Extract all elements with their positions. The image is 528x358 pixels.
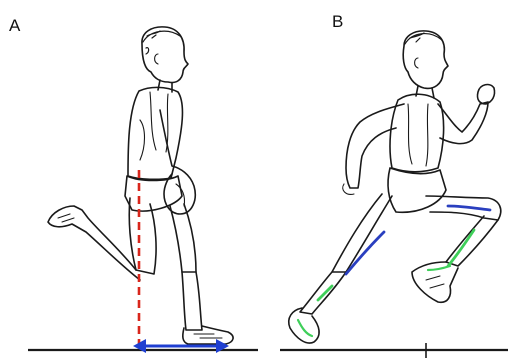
runner-a-torso <box>128 87 182 179</box>
runner-b-front-fist <box>477 85 494 104</box>
runner-a-shoe-detail <box>194 334 222 338</box>
runner-b-front-arm <box>438 102 488 144</box>
back-foot-segment-line <box>298 320 312 336</box>
runner-a-hand-detail <box>176 184 185 206</box>
runner-b-back-shin <box>300 272 346 314</box>
runner-a-hair <box>143 31 180 54</box>
panel-a: A <box>9 16 258 353</box>
runner-a-figure <box>48 27 233 344</box>
runner-b-ear <box>415 58 418 68</box>
runner-a-shorts <box>125 176 182 211</box>
runner-b-shorts <box>388 168 446 212</box>
runner-a-back-thigh <box>129 198 156 274</box>
runner-b-front-shoe-detail <box>426 276 444 288</box>
panel-a-label: A <box>9 16 21 35</box>
panel-b-label: B <box>332 12 343 31</box>
runner-b-back-arm <box>346 104 404 188</box>
runner-a-back-foot-detail <box>58 214 74 222</box>
front-shin-segment-line <box>448 230 474 266</box>
runner-a-stance-shoe <box>183 326 233 344</box>
panel-b: B <box>280 12 508 358</box>
runner-a-ear <box>155 54 158 64</box>
front-foot-segment-line <box>428 266 450 270</box>
runner-a-arm <box>160 110 195 214</box>
runner-a-stance-shin <box>182 272 202 330</box>
runner-b-vest-detail <box>408 104 428 166</box>
front-thigh-segment-line <box>448 206 490 210</box>
runner-b-front-shoe <box>412 262 458 302</box>
